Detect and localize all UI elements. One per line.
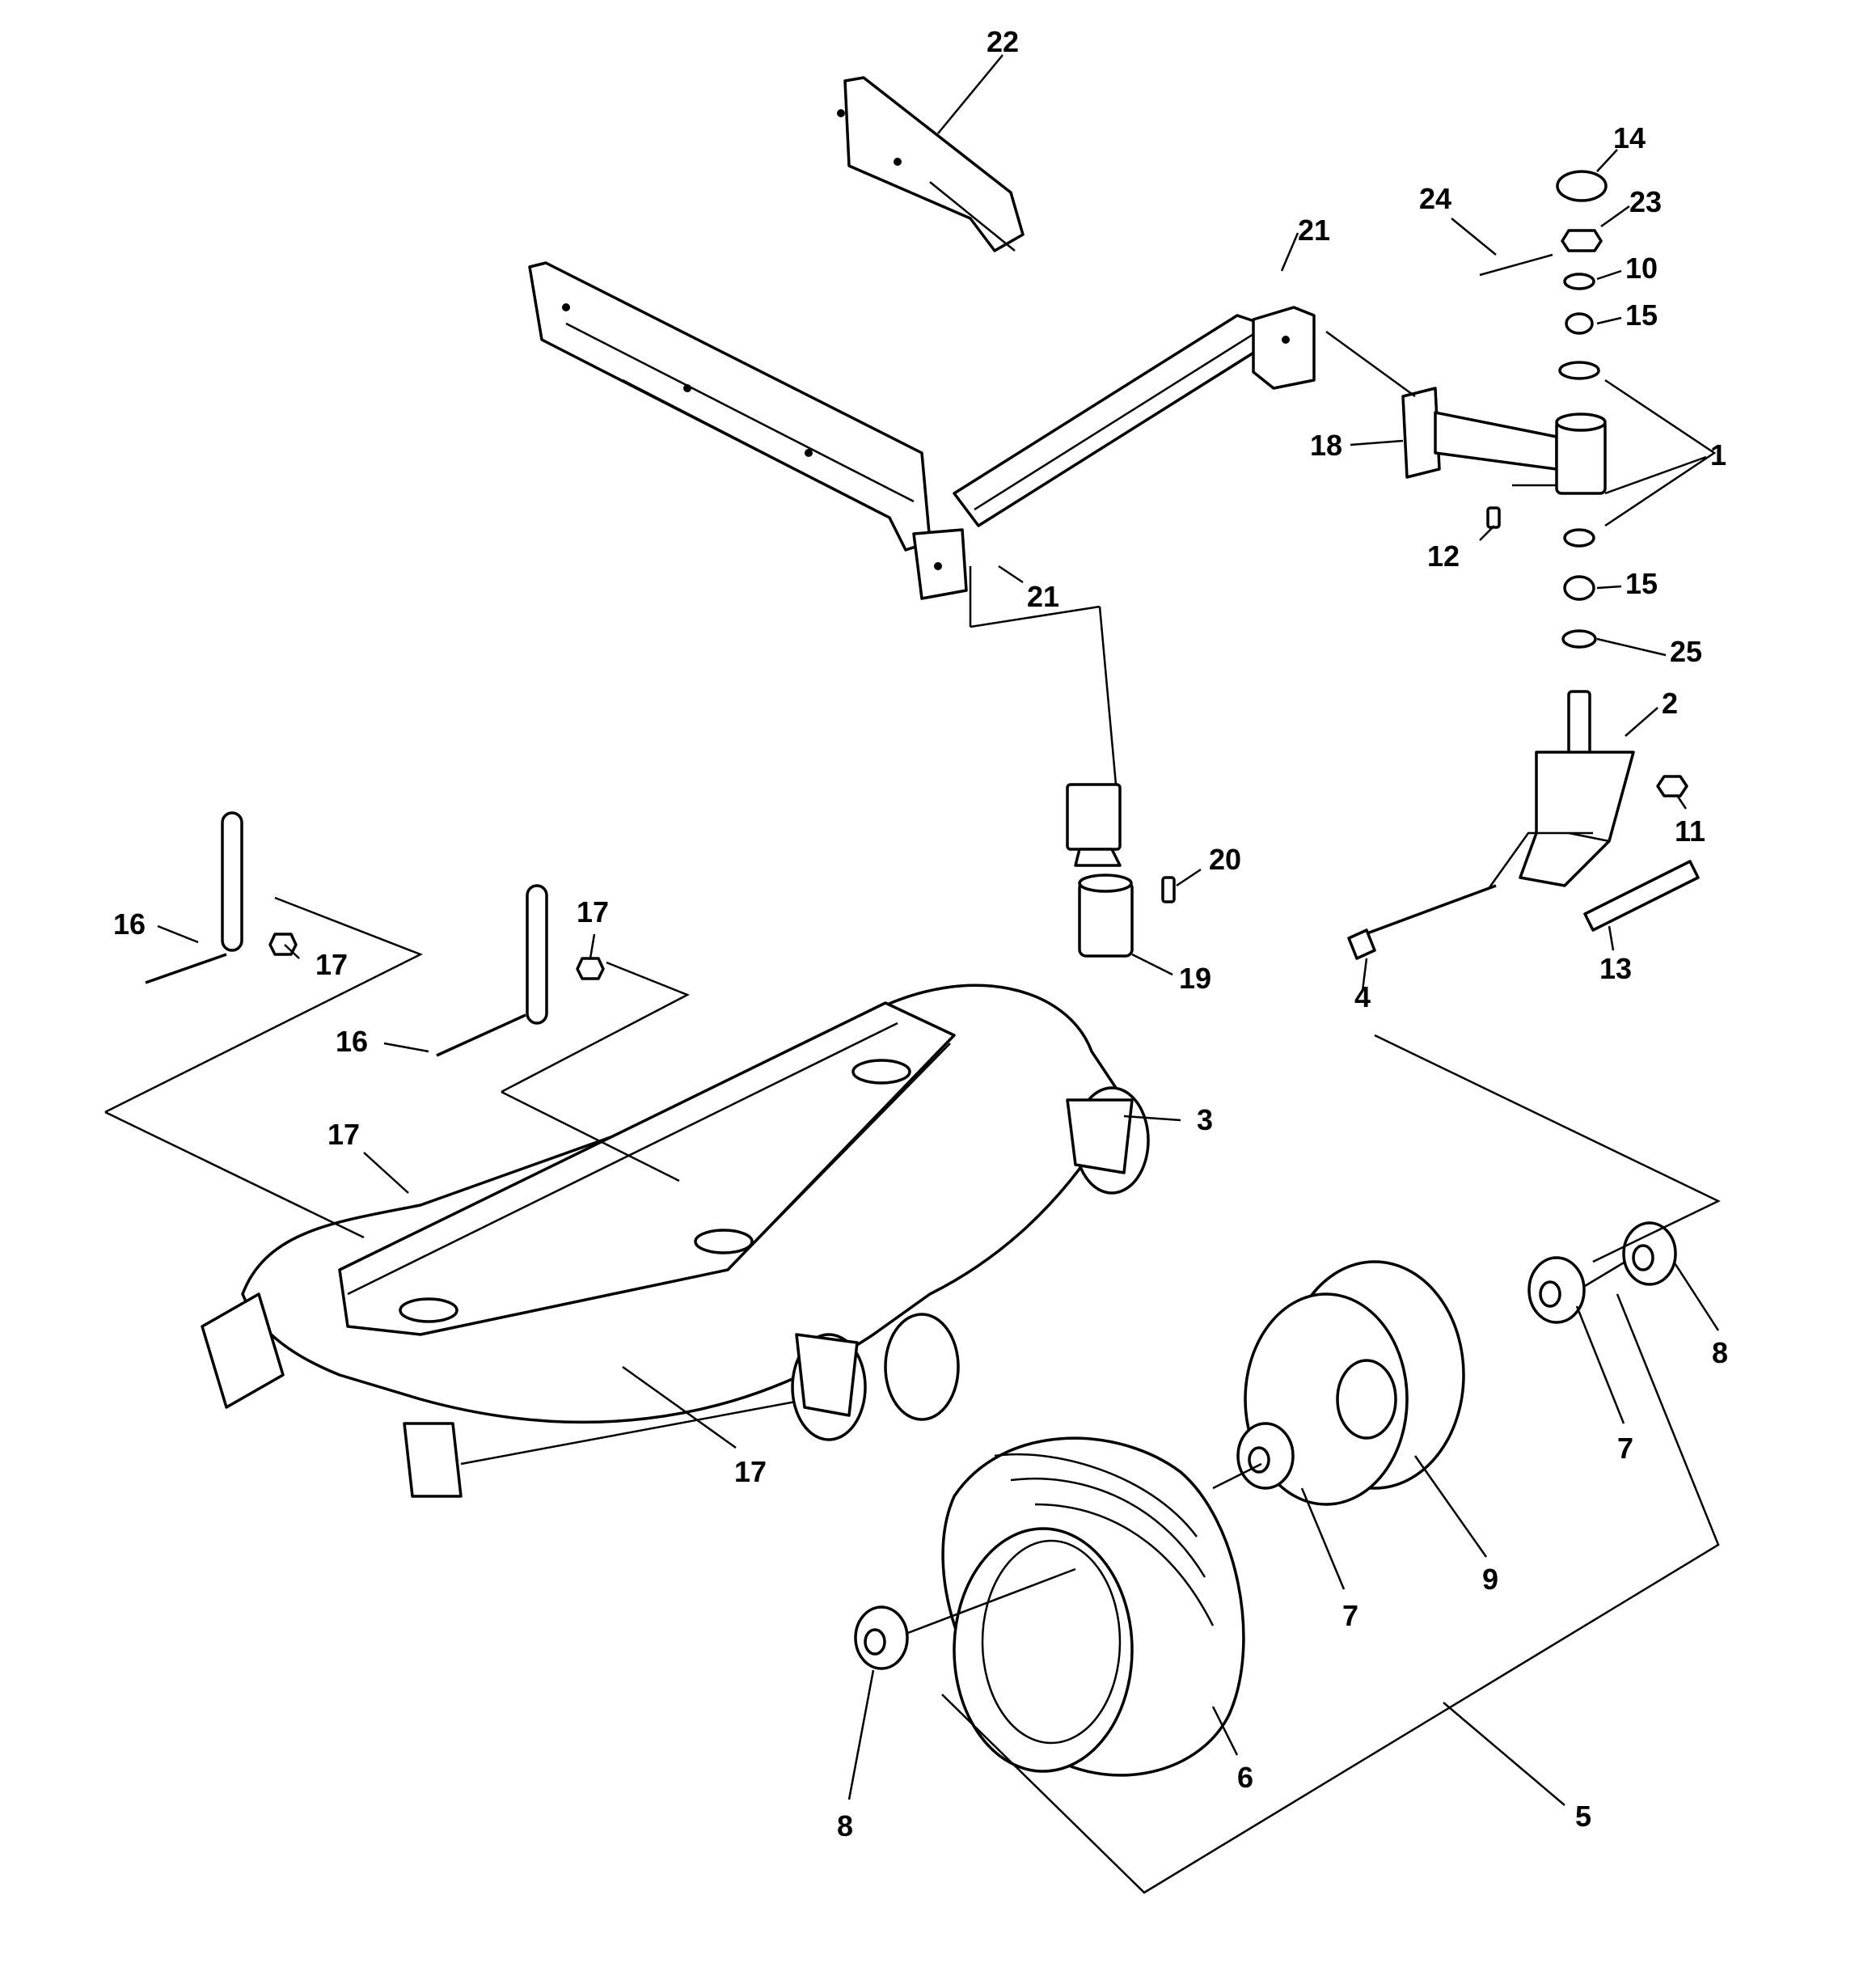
callout-9: 9 bbox=[1482, 1563, 1498, 1596]
wheel-assembly-part bbox=[854, 1221, 1677, 1777]
callout-22: 22 bbox=[987, 25, 1019, 58]
callout-5: 5 bbox=[1575, 1800, 1591, 1833]
caster-hardware-stack bbox=[1479, 170, 1608, 649]
deck-frame-part bbox=[528, 76, 1316, 600]
callout-6: 6 bbox=[1237, 1761, 1253, 1794]
callout-18: 18 bbox=[1310, 429, 1342, 462]
callout-21-top: 21 bbox=[1298, 214, 1330, 247]
callouts: 22 14 24 23 21 10 15 18 1 12 21 15 25 2 … bbox=[113, 25, 1728, 1842]
callout-19: 19 bbox=[1179, 962, 1211, 995]
mower-deck-part bbox=[201, 984, 1126, 1498]
caster-fork-part bbox=[1519, 690, 1635, 887]
chains-and-bolts bbox=[145, 811, 605, 1057]
callout-24: 24 bbox=[1419, 182, 1451, 215]
callout-16-left: 16 bbox=[113, 907, 146, 941]
callout-3: 3 bbox=[1197, 1103, 1213, 1136]
deck-caster-wheels bbox=[791, 1086, 1150, 1441]
callout-8-right: 8 bbox=[1712, 1336, 1728, 1369]
callout-17-center: 17 bbox=[577, 895, 609, 929]
callout-7-left: 7 bbox=[1342, 1599, 1358, 1632]
callout-11: 11 bbox=[1675, 814, 1705, 848]
callout-14: 14 bbox=[1613, 121, 1646, 154]
callout-15-top: 15 bbox=[1625, 298, 1658, 332]
leader-lines bbox=[157, 54, 1720, 1806]
callout-17-bottom: 17 bbox=[734, 1455, 767, 1488]
callout-10: 10 bbox=[1625, 252, 1658, 285]
callout-25: 25 bbox=[1670, 635, 1702, 668]
callout-16-center: 16 bbox=[336, 1025, 368, 1058]
axle-hardware bbox=[1347, 775, 1700, 960]
front-caster-mount bbox=[969, 566, 1176, 958]
callout-8-left: 8 bbox=[837, 1809, 853, 1842]
callout-2: 2 bbox=[1662, 687, 1678, 720]
callout-21-mid: 21 bbox=[1027, 580, 1059, 613]
callout-23: 23 bbox=[1629, 185, 1662, 218]
assembly-lines bbox=[104, 330, 1721, 1894]
callout-15-mid: 15 bbox=[1625, 567, 1658, 600]
callout-12: 12 bbox=[1427, 539, 1460, 573]
callout-1: 1 bbox=[1710, 438, 1726, 472]
caster-arm-part bbox=[1401, 387, 1607, 495]
callout-7-right: 7 bbox=[1617, 1432, 1633, 1465]
callout-4: 4 bbox=[1354, 980, 1371, 1013]
callout-13: 13 bbox=[1599, 952, 1632, 985]
callout-17-deck: 17 bbox=[327, 1118, 360, 1151]
callout-20: 20 bbox=[1209, 843, 1241, 876]
callout-17-left: 17 bbox=[315, 948, 348, 981]
